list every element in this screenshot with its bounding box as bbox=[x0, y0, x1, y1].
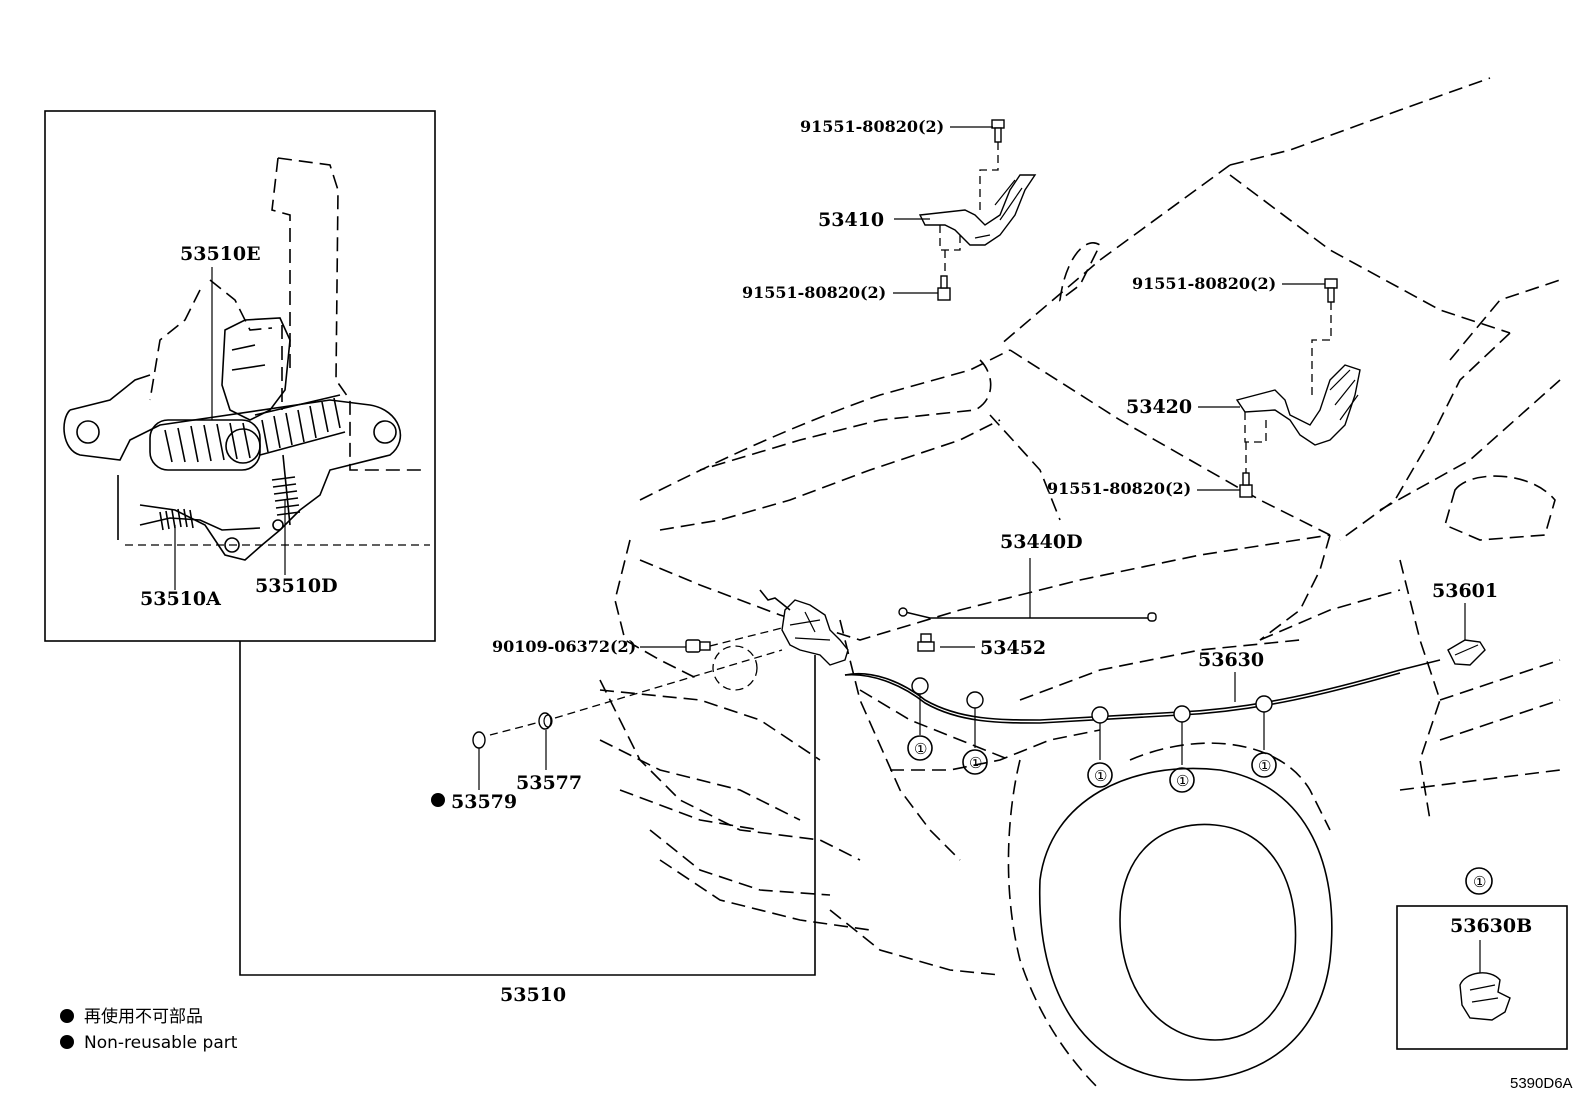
release-cable-53630 bbox=[844, 659, 1441, 765]
label-53510a: 53510A bbox=[140, 588, 221, 610]
clamp-ref-4: ① bbox=[1176, 773, 1189, 790]
label-53410: 53410 bbox=[818, 209, 884, 231]
inset-lock-detail: 53510E 53510A 53510D bbox=[44, 110, 436, 642]
vehicle-outline bbox=[599, 77, 1561, 1091]
label-91551-top-right: 91551-80820(2) bbox=[1132, 274, 1276, 293]
label-90109: 90109-06372(2) bbox=[492, 637, 636, 656]
label-53601: 53601 bbox=[1432, 580, 1498, 602]
label-91551-bottom-right: 91551-80820(2) bbox=[1047, 479, 1191, 498]
label-91551-bottom-left: 91551-80820(2) bbox=[742, 283, 886, 302]
figure-code: 5390D6A bbox=[1510, 1075, 1573, 1092]
spring-53510e bbox=[149, 394, 346, 471]
clamp-ref-5: ① bbox=[1258, 758, 1271, 775]
plug-53579 bbox=[472, 731, 486, 749]
spring-53510a bbox=[117, 475, 430, 546]
clamp-ref-3: ① bbox=[1094, 768, 1107, 785]
clamp-detail-box: ① 53630B bbox=[1396, 867, 1568, 1050]
rod-clip-53452 bbox=[917, 633, 935, 652]
clamp-ref-1: ① bbox=[914, 741, 927, 758]
inset-connector-line bbox=[239, 641, 816, 976]
label-53510e: 53510E bbox=[180, 243, 261, 265]
legend-dot-jp bbox=[60, 1009, 74, 1023]
legend-dot-en bbox=[60, 1035, 74, 1049]
clamp-ref-2: ① bbox=[969, 755, 982, 772]
non-reusable-dot bbox=[431, 793, 445, 807]
label-53630b: 53630B bbox=[1450, 915, 1532, 937]
clamp-callouts: ① ① ① ① ① bbox=[907, 735, 1277, 793]
label-53510: 53510 bbox=[500, 984, 566, 1006]
label-53577: 53577 bbox=[516, 772, 582, 794]
lock-bolt-90109 bbox=[685, 639, 711, 653]
hood-support-rod-53440d bbox=[898, 607, 1157, 622]
grommet-53577 bbox=[538, 712, 553, 730]
label-53510d: 53510D bbox=[255, 575, 338, 597]
label-53420: 53420 bbox=[1126, 396, 1192, 418]
label-53630: 53630 bbox=[1198, 649, 1264, 671]
label-53579: 53579 bbox=[451, 791, 517, 813]
legend-jp: 再使用不可部品 bbox=[84, 1006, 203, 1027]
label-91551-top-left: 91551-80820(2) bbox=[800, 117, 944, 136]
hood-hinge-right-53420 bbox=[1235, 278, 1361, 498]
front-wheel bbox=[1007, 742, 1333, 1091]
legend: 再使用不可部品 Non-reusable part bbox=[60, 1006, 238, 1053]
release-lever-53601 bbox=[1447, 639, 1486, 666]
clamp-box-ref: ① bbox=[1473, 874, 1486, 891]
hood-hinge-left-53410 bbox=[918, 119, 1037, 301]
hood-lock-assy bbox=[759, 589, 849, 666]
label-53452: 53452 bbox=[980, 637, 1046, 659]
spring-53510d bbox=[271, 454, 301, 526]
label-53440d: 53440D bbox=[1000, 531, 1083, 553]
legend-en: Non-reusable part bbox=[84, 1033, 238, 1053]
